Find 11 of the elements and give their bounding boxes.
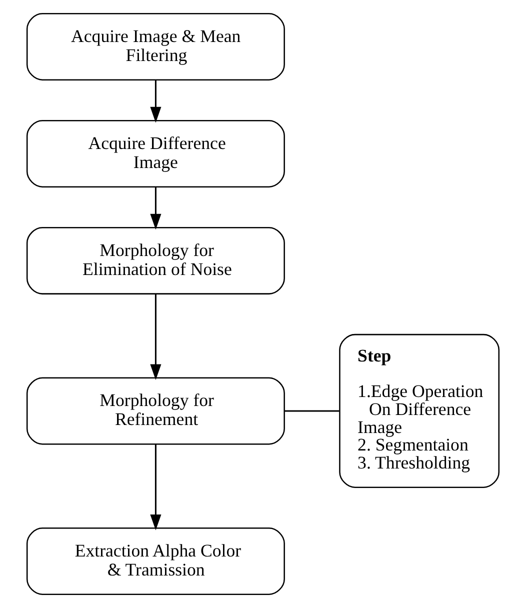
node-box: Acquire Image & Mean Filtering (26, 13, 284, 81)
node-box: Step 1.Edge Operation On Difference Image 2. Segmentaion 3. Thresholding (338, 334, 500, 488)
node-box: Morphology for Refinement (26, 377, 284, 445)
arrow (150, 80, 161, 123)
node-box: Extraction Alpha Color & Tramission (26, 527, 284, 595)
node-box: Acquire Difference Image (26, 120, 284, 188)
arrow (150, 444, 161, 530)
connector (284, 410, 339, 412)
arrow (150, 186, 161, 230)
node-box: Morphology for Elimination of Noise (26, 226, 284, 294)
arrow (150, 294, 161, 380)
